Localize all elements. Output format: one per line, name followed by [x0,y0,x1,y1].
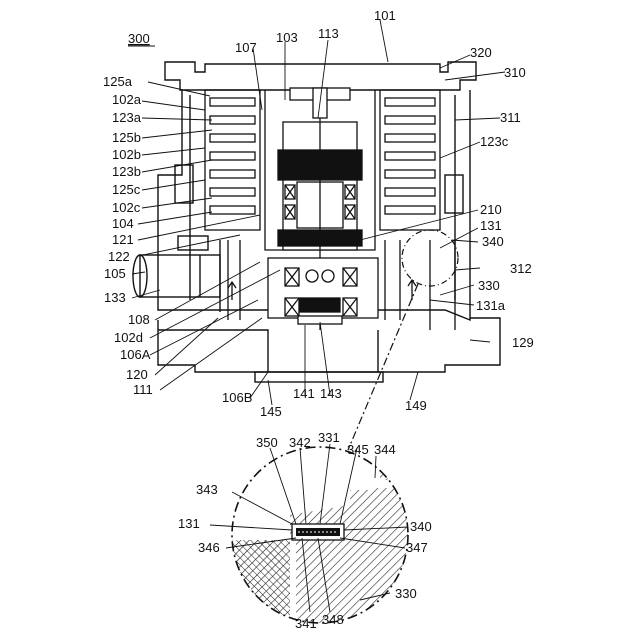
label-131: 131 [480,218,502,233]
label-121: 121 [112,232,134,247]
label-145: 145 [260,404,282,419]
label-129: 129 [512,335,534,350]
label-133: 133 [104,290,126,305]
label-149: 149 [405,398,427,413]
label-123a: 123a [112,110,142,125]
label-102b: 102b [112,147,141,162]
label-320: 320 [470,45,492,60]
label-107: 107 [235,40,257,55]
label-342: 342 [289,435,311,450]
bearing-block [268,258,378,324]
label-108: 108 [128,312,150,327]
label-346: 346 [198,540,220,555]
label-101: 101 [374,8,396,23]
label-125a: 125a [103,74,133,89]
label-106A: 106A [120,347,151,362]
label-311: 311 [500,110,521,125]
label-105: 105 [104,266,126,281]
fin-stack-left [205,90,260,230]
label-210: 210 [480,202,502,217]
label-122: 122 [108,249,130,264]
label-330-detail: 330 [395,586,417,601]
label-350: 350 [256,435,278,450]
label-344: 344 [374,442,396,457]
fin-stack-right [380,90,440,230]
label-125c: 125c [112,182,141,197]
label-331: 331 [318,430,340,445]
label-123c: 123c [480,134,509,149]
label-123b: 123b [112,164,141,179]
label-141: 141 [293,386,315,401]
label-131a: 131a [476,298,506,313]
label-113: 113 [318,26,339,41]
label-330: 330 [478,278,500,293]
label-143: 143 [320,386,342,401]
label-102d: 102d [114,330,143,345]
label-312: 312 [510,261,532,276]
label-131-detail: 131 [178,516,200,531]
label-345: 345 [347,442,369,457]
label-120: 120 [126,367,148,382]
detail-view [220,440,425,640]
label-106B: 106B [222,390,252,405]
label-figure-number: 300 [128,31,150,46]
label-125b: 125b [112,130,141,145]
label-348: 348 [322,612,344,627]
label-102c: 102c [112,200,141,215]
label-347: 347 [406,540,428,555]
label-341: 341 [295,616,317,631]
label-104: 104 [112,216,134,231]
label-340-detail: 340 [410,519,432,534]
label-102a: 102a [112,92,142,107]
label-310: 310 [504,65,526,80]
label-111: 111 [133,382,153,397]
label-340: 340 [482,234,504,249]
label-103: 103 [276,30,298,45]
label-343: 343 [196,482,218,497]
